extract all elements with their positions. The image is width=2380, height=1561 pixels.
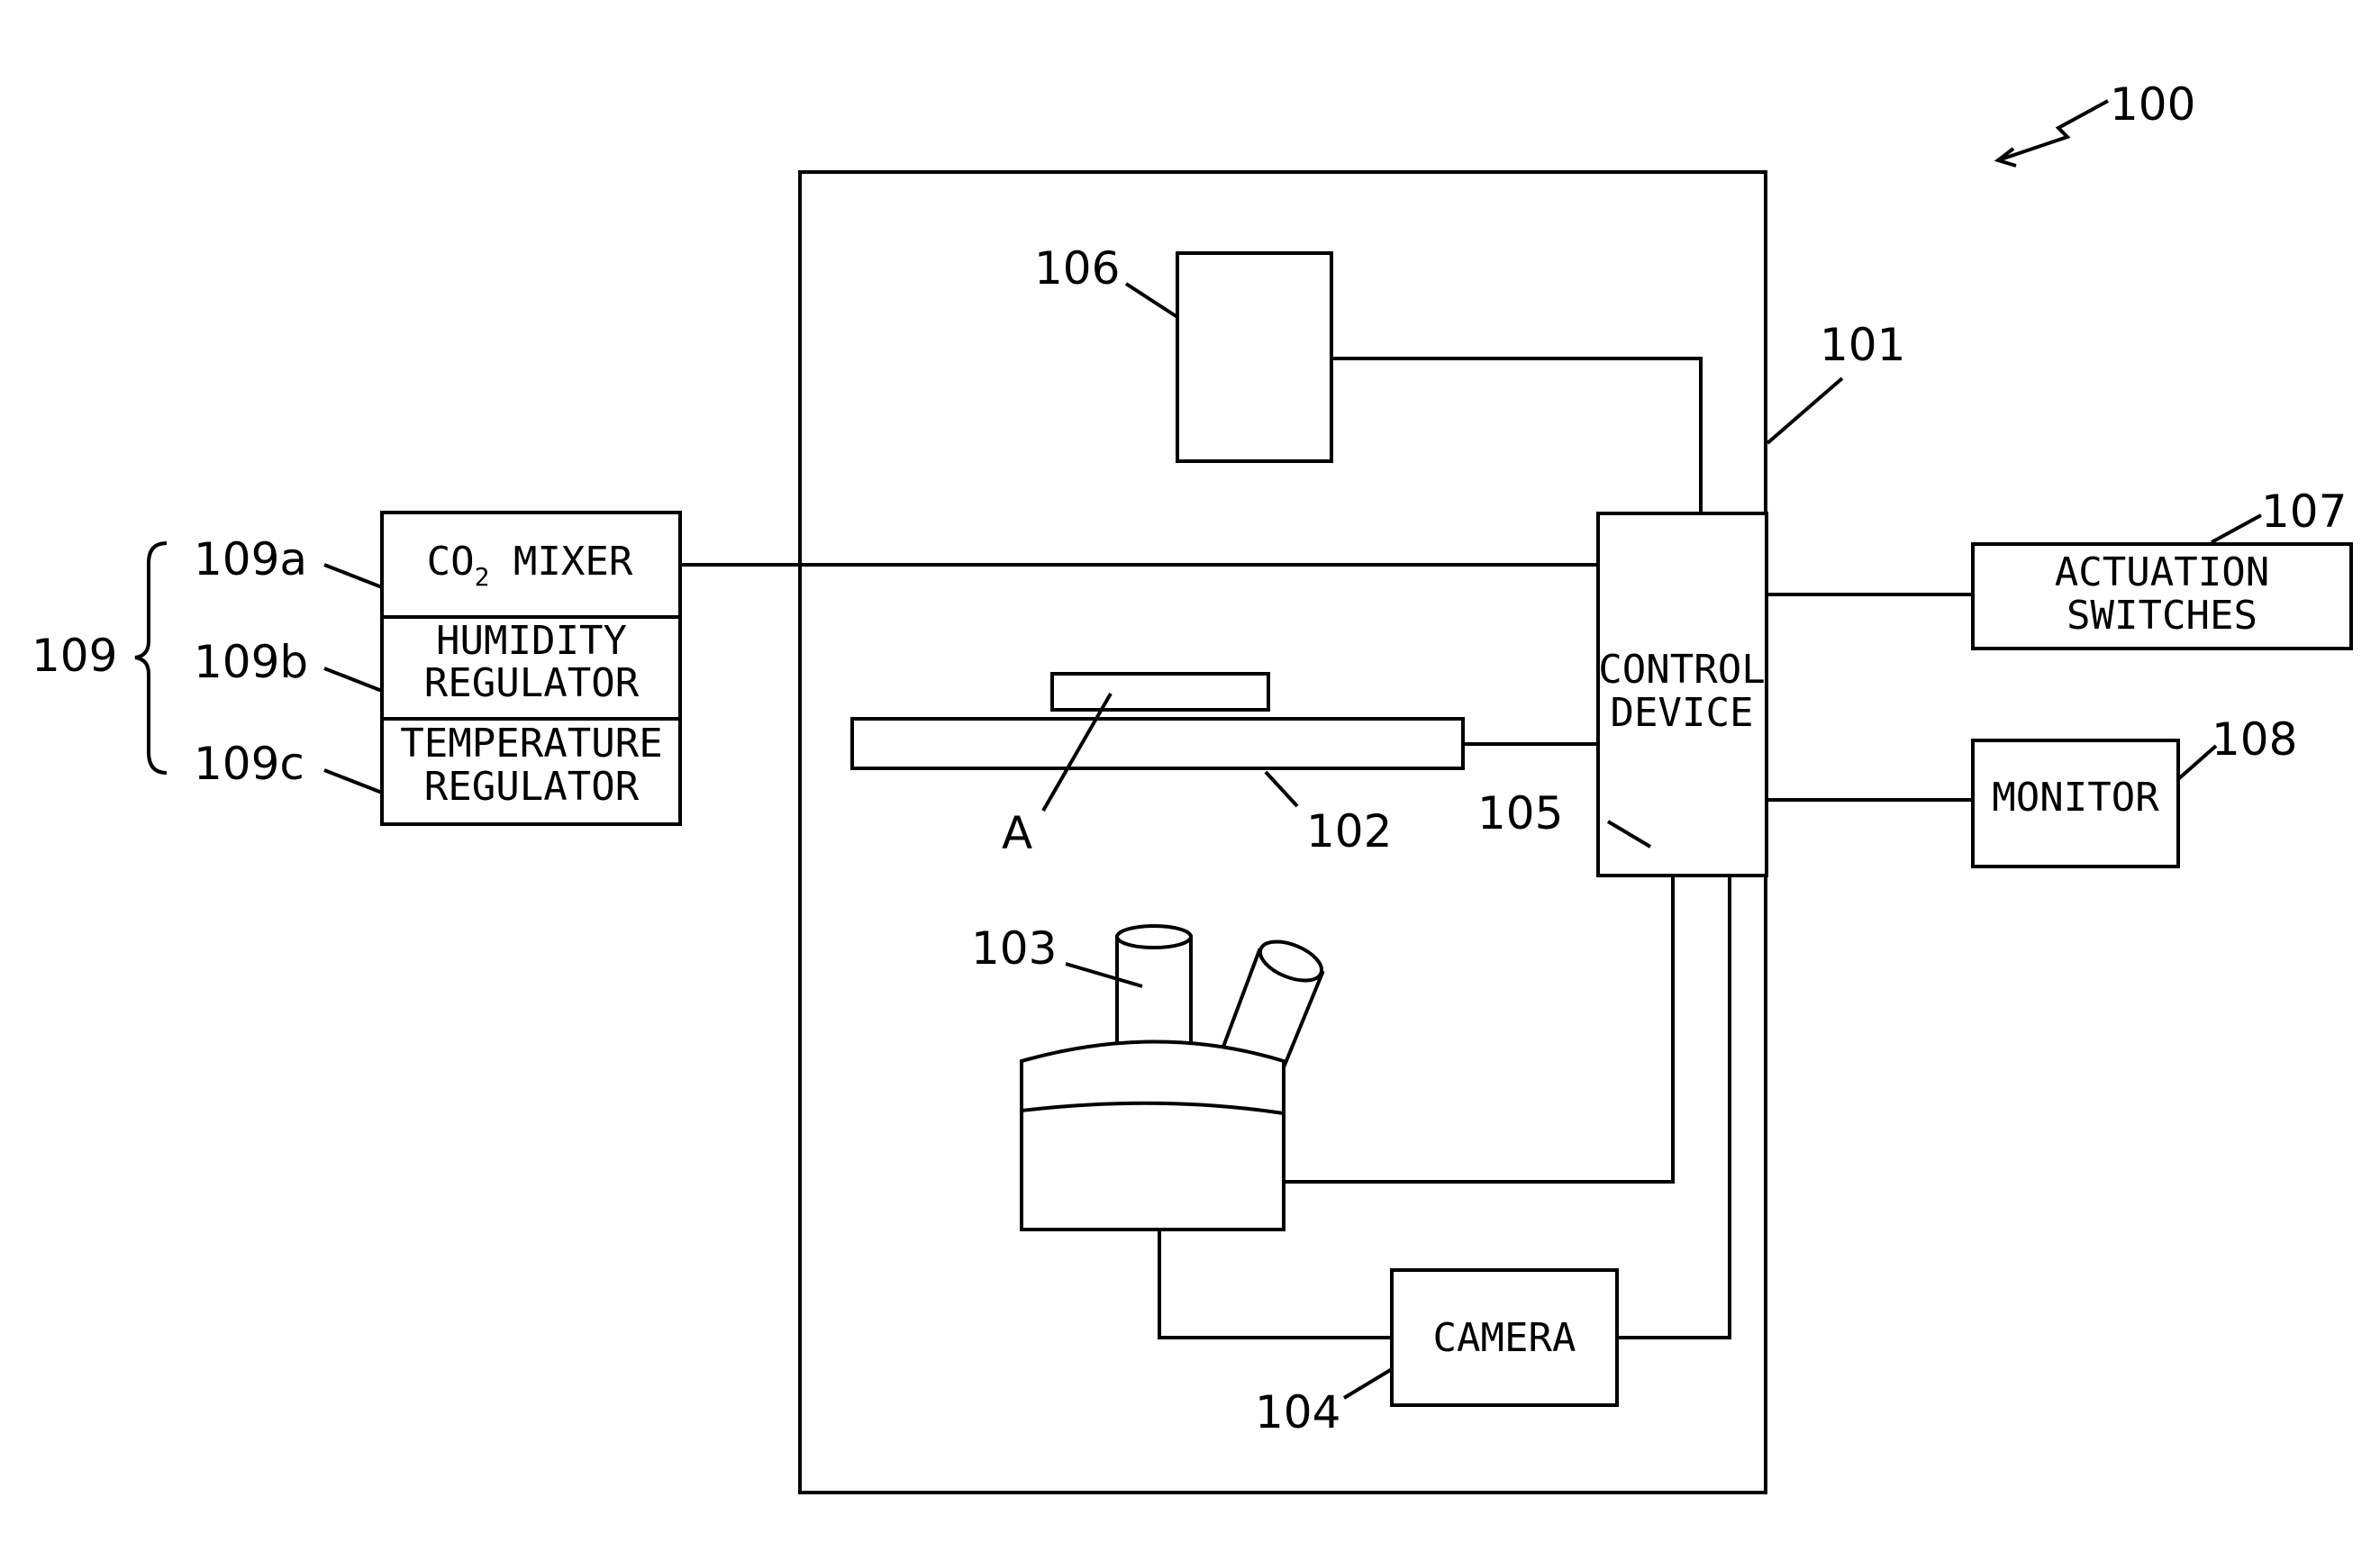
ref-109b-leader (324, 668, 382, 691)
monitor-label: MONITOR (1992, 775, 2159, 821)
ref-109b: 109b (194, 636, 308, 688)
temperature-label-1: TEMPERATURE (400, 721, 662, 767)
humidity-label-2: REGULATOR (424, 660, 640, 706)
ref-108: 108 (2212, 713, 2297, 766)
ref-100-arrow (1998, 101, 2108, 160)
ref-104: 104 (1255, 1386, 1340, 1438)
co2-mixer-label: CO2 MIXER (427, 539, 633, 592)
ref-108-leader (2178, 746, 2216, 779)
ref-109c-leader (324, 770, 382, 793)
ref-101-leader (1767, 378, 1842, 443)
ref-106: 106 (1034, 242, 1120, 295)
microscope-eyepiece-vertical (1117, 937, 1191, 1043)
actuation-label-2: SWITCHES (2067, 593, 2257, 639)
humidity-label-1: HUMIDITY (436, 618, 627, 664)
ref-107: 107 (2261, 486, 2347, 538)
ref-109a: 109a (194, 533, 307, 585)
ref-109c: 109c (194, 738, 304, 790)
ref-100: 100 (2110, 78, 2195, 131)
stage-102 (852, 719, 1463, 768)
ref-109a-leader (324, 565, 382, 587)
specimen-a (1052, 674, 1268, 710)
ref-105: 105 (1477, 787, 1563, 839)
actuation-label-1: ACTUATION (2055, 549, 2269, 595)
environment-unit-stack: CO2 MIXER HUMIDITY REGULATOR TEMPERATURE… (382, 513, 680, 824)
ref-102: 102 (1306, 805, 1392, 858)
unit-106-box (1177, 253, 1331, 461)
ref-107-leader (2212, 515, 2261, 542)
group-109-brace (135, 543, 167, 773)
ref-103: 103 (971, 922, 1057, 975)
ref-a: A (1002, 807, 1032, 859)
microscope-body (1022, 1042, 1284, 1230)
control-device-label-1: CONTROL (1598, 647, 1765, 693)
control-device-label-2: DEVICE (1611, 690, 1754, 736)
microscope-eyepiece-top (1117, 926, 1191, 948)
camera-label: CAMERA (1433, 1315, 1576, 1361)
ref-101: 101 (1820, 319, 1905, 371)
temperature-label-2: REGULATOR (424, 764, 640, 810)
system-reference: 100 (1998, 78, 2195, 166)
ref-109: 109 (32, 630, 117, 682)
